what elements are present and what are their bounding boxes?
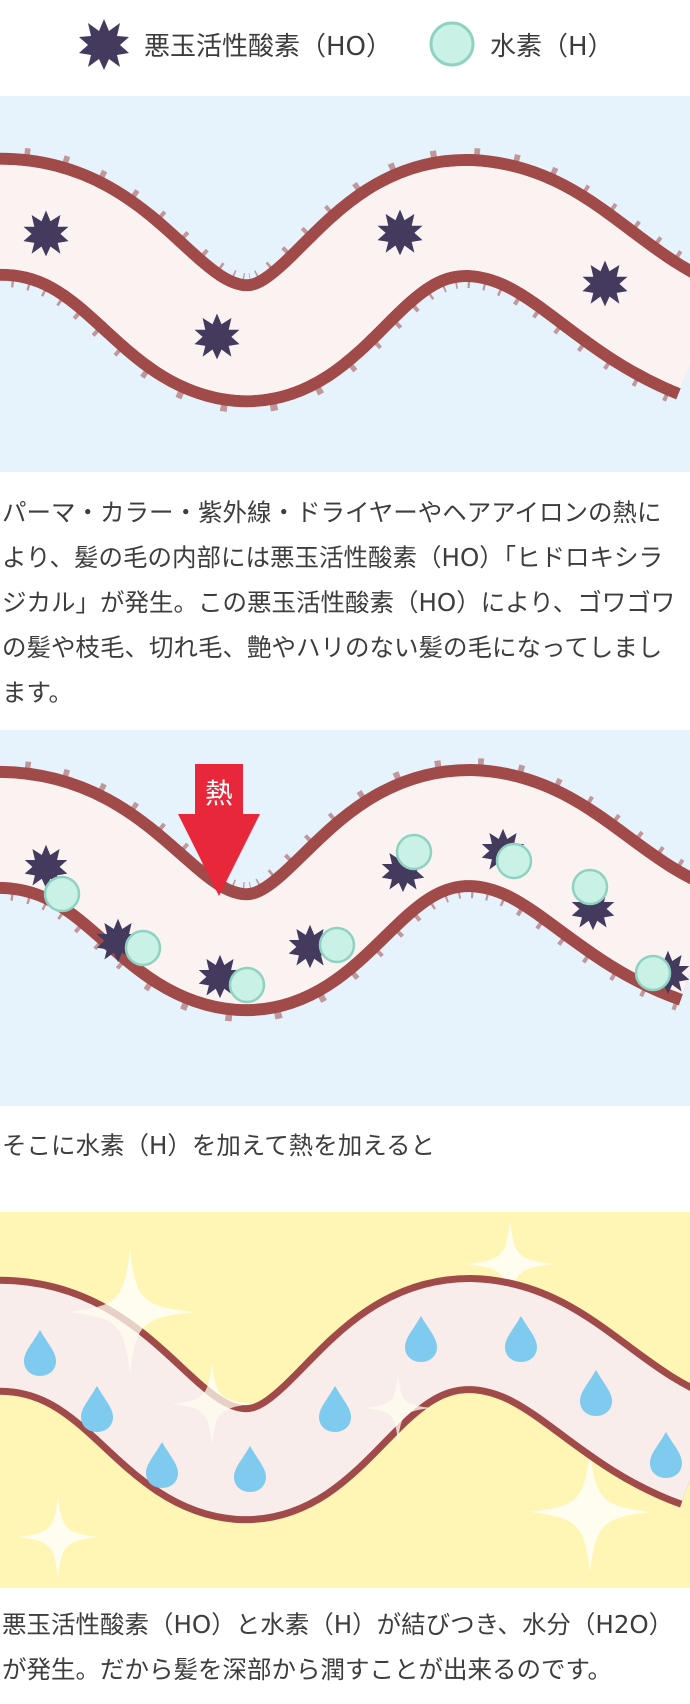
- heat-arrow-icon: 熱: [178, 764, 260, 896]
- legend: 悪玉活性酸素（HO） 水素（H）: [0, 0, 690, 96]
- water-drop-icon: [580, 1370, 612, 1416]
- water-drop-icon: [405, 1316, 437, 1362]
- hydrogen-circle-icon: [124, 929, 162, 967]
- sparkle-icon: [68, 1250, 192, 1374]
- sparkle-icon: [18, 1497, 98, 1577]
- hydrogen-circle-icon: [228, 966, 266, 1004]
- legend-radical-label: 悪玉活性酸素（HO）: [144, 31, 393, 62]
- diagram-damaged-hair: [0, 96, 690, 472]
- water-drop-icon: [505, 1316, 537, 1362]
- water-drop-icon: [650, 1432, 682, 1478]
- hair-strand-moisturized: [0, 1220, 690, 1577]
- water-drop-icon: [24, 1330, 56, 1376]
- hydrogen-circle-icon: [429, 21, 475, 67]
- hair-strand-damaged: [0, 146, 690, 414]
- sparkle-icon: [172, 1364, 252, 1444]
- hydrogen-circle-icon: [495, 842, 533, 880]
- heat-label: 熱: [205, 777, 233, 810]
- description-result: 悪玉活性酸素（HO）と水素（H）が結びつき、水分（H2O）が発生。だから髪を深部…: [2, 1610, 674, 1684]
- diagram-hydrogen-heat: 熱: [0, 730, 690, 1106]
- hydrogen-circle-icon: [43, 875, 81, 913]
- legend-radical: 悪玉活性酸素（HO）: [78, 18, 392, 70]
- radical-star-icon: [377, 209, 423, 256]
- hair-strand-with-hydrogen: 熱: [0, 757, 690, 1023]
- radical-star-icon: [194, 313, 240, 360]
- sparkle-icon: [466, 1220, 554, 1308]
- radical-star-icon: [582, 260, 628, 307]
- legend-hydrogen: 水素（H）: [428, 18, 614, 70]
- description-damage: パーマ・カラー・紫外線・ドライヤーやヘアアイロンの熱により、髪の毛の内部には悪玉…: [2, 498, 676, 707]
- hydrogen-circle-icon: [395, 833, 433, 871]
- radical-star-icon: [288, 924, 332, 969]
- diagram-moisturized-hair: [0, 1212, 690, 1588]
- water-drop-icon: [319, 1386, 351, 1432]
- legend-hydrogen-label: 水素（H）: [490, 31, 614, 62]
- hydrogen-circle-icon: [318, 926, 356, 964]
- hydrogen-circle-icon: [571, 868, 609, 906]
- sparkle-icon: [364, 1374, 432, 1442]
- water-drop-icon: [234, 1446, 266, 1492]
- description-hydrogen: そこに水素（H）を加えて熱を加えると: [2, 1131, 435, 1160]
- water-drop-icon: [146, 1442, 178, 1488]
- sparkle-icon: [530, 1452, 650, 1572]
- water-drop-icon: [81, 1386, 113, 1432]
- radical-star-icon: [23, 210, 69, 257]
- radical-star-icon: [79, 19, 129, 70]
- hydrogen-circle-icon: [634, 954, 672, 992]
